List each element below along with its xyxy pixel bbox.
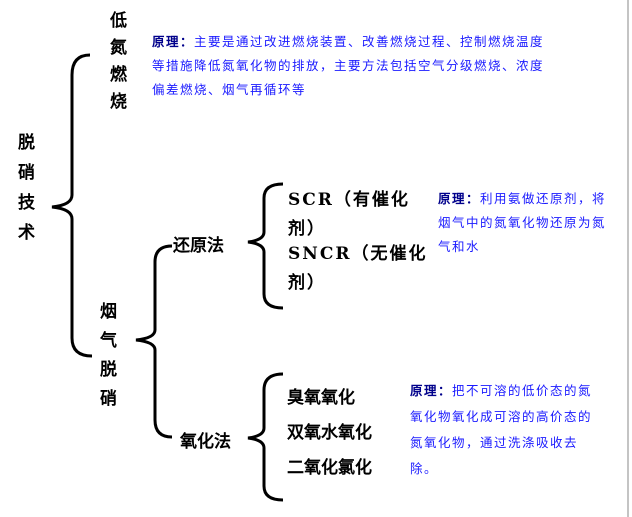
oxidation-item-chlorine-dioxide: 二氧化氯化 <box>287 458 372 478</box>
bracket-flue <box>135 244 173 439</box>
oxidation-item-peroxide: 双氧水氧化 <box>287 423 372 443</box>
reduction-principle: 原理：利用氨做还原剂，将烟气中的氮氧化物还原为氮气和水 <box>438 187 608 259</box>
principle-label: 原理： <box>410 383 453 398</box>
principle-text: 主要是通过改进燃烧装置、改善燃烧过程、控制燃烧温度等措施降低氮氧化物的排放，主要… <box>152 34 545 97</box>
principle-label: 原理： <box>438 191 481 206</box>
bracket-oxidation <box>247 372 284 502</box>
bracket-root <box>51 53 93 358</box>
bracket-reduction <box>247 182 284 310</box>
oxidation-principle: 原理：把不可溶的低价态的氮氧化物氧化成可溶的高价态的氮氧化物，通过洗涤吸收去除。 <box>410 378 605 482</box>
reduction-item-sncr: SNCR（无催化剂） <box>288 244 428 293</box>
oxidation-item-ozone: 臭氧氧化 <box>287 388 355 408</box>
oxidation-label: 氧化法 <box>180 432 231 452</box>
principle-text: 利用氨做还原剂，将烟气中的氮氧化物还原为氮气和水 <box>438 191 607 254</box>
low-nox-label: 低氮燃烧 <box>110 11 127 112</box>
principle-text: 把不可溶的低价态的氮氧化物氧化成可溶的高价态的氮氧化物，通过洗涤吸收去除。 <box>410 383 593 476</box>
reduction-label: 还原法 <box>173 236 224 256</box>
principle-label: 原理： <box>152 34 195 49</box>
low-nox-principle: 原理：主要是通过改进燃烧装置、改善燃烧过程、控制燃烧温度等措施降低氮氧化物的排放… <box>152 30 552 102</box>
flue-label: 烟气脱硝 <box>100 302 117 409</box>
reduction-item-scr: SCR（有催化剂） <box>288 190 410 239</box>
root-label: 脱硝技术 <box>18 133 35 243</box>
